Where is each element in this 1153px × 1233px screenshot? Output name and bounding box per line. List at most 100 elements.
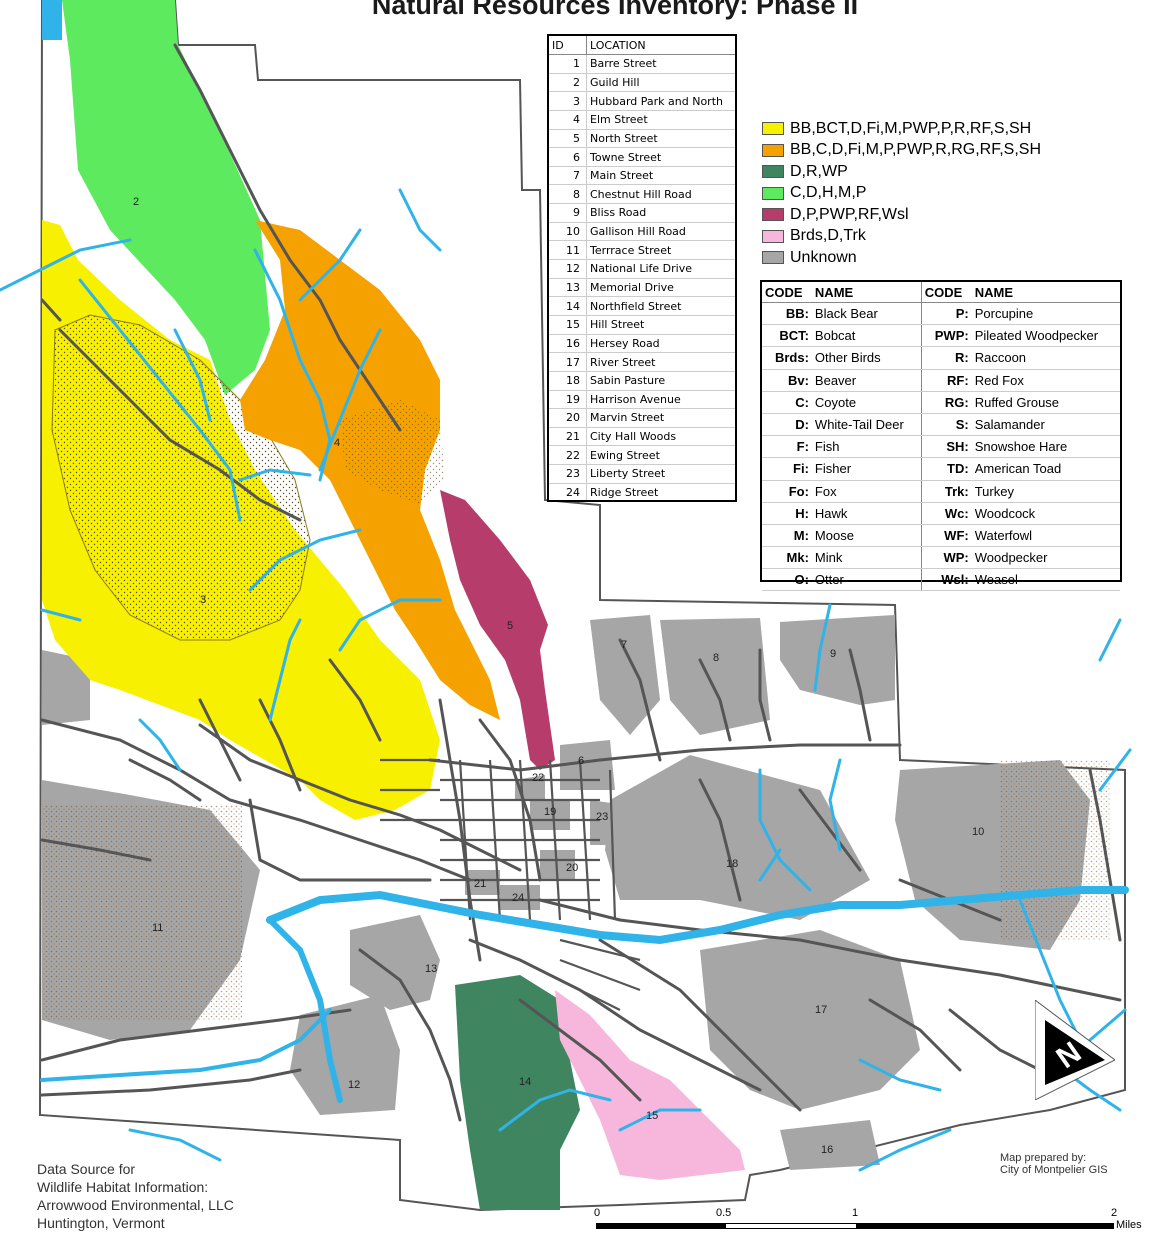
legend-swatch [762,165,784,179]
north-arrow-icon: N [1034,999,1116,1101]
credit-line: Huntington, Vermont [37,1215,165,1231]
map-label-6: 6 [578,755,584,767]
location-column-header: LOCATION [586,36,735,55]
location-id: 20 [549,408,587,428]
species-code: TD: [920,457,972,481]
location-name: Hubbard Park and North [586,91,735,111]
habitat-legend: BB,BCT,D,Fi,M,PWP,P,R,RF,S,SH BB,C,D,Fi,M… [762,118,1041,269]
map-label-3: 3 [200,594,206,606]
data-source-credit: Data Source for Wildlife Habitat Informa… [37,1160,234,1232]
species-name: Raccoon [971,346,1120,370]
species-code: RG: [920,391,972,414]
legend-item: C,D,H,M,P [762,183,1041,205]
location-name: Bliss Road [586,203,735,223]
map-title: Natural Resources Inventory: Phase II [371,0,859,20]
location-name: Elm Street [586,110,735,130]
name-column-header-2: NAME [971,282,1120,303]
species-code: Bv: [762,369,812,392]
legend-swatch [762,229,784,243]
map-label-14: 14 [519,1076,531,1088]
location-name: Gallison Hill Road [586,222,735,242]
map-label-13: 13 [425,963,437,975]
scale-segment [726,1223,856,1229]
species-code: WP: [920,546,972,570]
species-code: F: [762,435,812,459]
species-name: Moose [811,524,922,548]
species-name: Red Fox [971,369,1120,392]
map-label-21: 21 [474,878,486,890]
species-code: RF: [920,369,972,392]
species-code: O: [762,568,812,592]
location-id: 10 [549,222,587,242]
species-name: Woodcock [971,502,1120,525]
map-label-24: 24 [512,892,524,904]
location-name: Hill Street [586,315,735,335]
legend-label: D,R,WP [790,162,848,180]
map-label-23: 23 [596,811,608,823]
stipple-area-3 [51,314,311,641]
map-label-7: 7 [621,639,627,651]
legend-item: BB,BCT,D,Fi,M,PWP,P,R,RF,S,SH [762,118,1041,140]
location-id: 23 [549,464,587,484]
scale-label-1: 1 [852,1207,859,1219]
species-code: BCT: [762,324,812,348]
map-label-9: 9 [830,648,836,660]
species-code: C: [762,391,812,414]
map-label-10: 10 [972,826,984,838]
location-id: 1 [549,54,587,74]
scale-segment [856,1223,1114,1229]
pond [42,0,62,40]
legend-swatch [762,143,784,157]
prepared-by-credit: Map prepared by: City of Montpelier GIS [1000,1152,1108,1176]
species-code: Fo: [762,480,812,503]
location-name: Main Street [586,166,735,186]
location-name: City Hall Woods [586,427,735,447]
species-name: Waterfowl [971,524,1120,548]
map-label-15: 15 [646,1110,658,1122]
map-label-16: 16 [821,1144,833,1156]
legend-item: BB,C,D,Fi,M,P,PWP,R,RG,RF,S,SH [762,140,1041,162]
location-name: Harrison Avenue [586,390,735,410]
map-label-22: 22 [532,772,544,784]
location-name: Memorial Drive [586,278,735,298]
species-name: Beaver [811,369,922,392]
location-name: Marvin Street [586,408,735,428]
location-name: Hersey Road [586,334,735,354]
species-name: Turkey [971,480,1120,503]
map-label-17: 17 [815,1004,827,1016]
location-table-header: ID LOCATION [549,36,735,55]
scale-label-0: 0 [594,1207,601,1219]
location-id: 9 [549,203,587,223]
location-name: River Street [586,352,735,372]
legend-label: D,P,PWP,RF,Wsl [790,205,909,223]
legend-label: BB,BCT,D,Fi,M,PWP,P,R,RF,S,SH [790,119,1032,137]
map-label-19: 19 [544,806,556,818]
location-name: Towne Street [586,147,735,167]
location-id: 2 [549,73,587,93]
habitat-area-5 [440,490,555,770]
species-name: Otter [811,568,922,592]
species-code: R: [920,346,972,370]
location-id: 19 [549,390,587,410]
credit-line: Arrowwood Environmental, LLC [37,1197,234,1213]
species-name: Other Birds [811,346,922,370]
id-column-header: ID [549,36,587,55]
